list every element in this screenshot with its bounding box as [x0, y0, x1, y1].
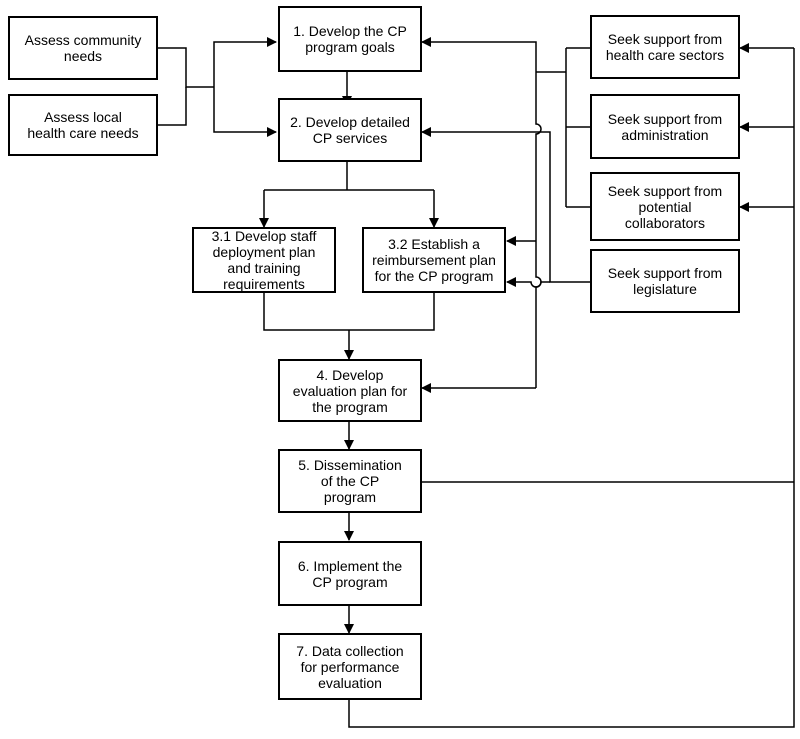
- support-health-sectors-box: Seek support from health care sectors: [590, 15, 740, 79]
- feedback-loop: [348, 48, 795, 728]
- support-legislature-box: Seek support from legislature: [590, 249, 740, 313]
- connector-local: [158, 87, 187, 126]
- step7-box: 7. Data collection for performance evalu…: [278, 633, 422, 700]
- step6-box: 6. Implement the CP program: [278, 541, 422, 606]
- step5-box: 5. Dissemination of the CP program: [278, 449, 422, 513]
- connector-legislature: [421, 127, 590, 283]
- connector-community: [158, 47, 214, 88]
- arrow-to-step2: [213, 87, 277, 137]
- connector-step2-split: [264, 162, 434, 191]
- support-collaborators-box: Seek support from potential collaborator…: [590, 172, 740, 241]
- step2-box: 2. Develop detailed CP services: [278, 98, 422, 162]
- arrow-support-to-step1: [421, 37, 537, 72]
- support-bus-down-2: [535, 253, 542, 388]
- connector-step3-merge: [263, 293, 435, 331]
- step3-2-box: 3.2 Establish a reimbursement plan for t…: [362, 227, 506, 293]
- support-administration-box: Seek support from administration: [590, 94, 740, 159]
- step4-box: 4. Develop evaluation plan for the progr…: [278, 359, 422, 422]
- support-bus-down-1: [535, 72, 542, 253]
- arrow-to-step1: [213, 37, 277, 87]
- step3-1-box: 3.1 Develop staff deployment plan and tr…: [192, 227, 336, 293]
- step1-box: 1. Develop the CP program goals: [278, 6, 422, 72]
- assess-community-box: Assess community needs: [8, 16, 158, 80]
- connector-legislature-to-step3-2: [506, 277, 550, 288]
- assess-local-box: Assess local health care needs: [8, 94, 158, 156]
